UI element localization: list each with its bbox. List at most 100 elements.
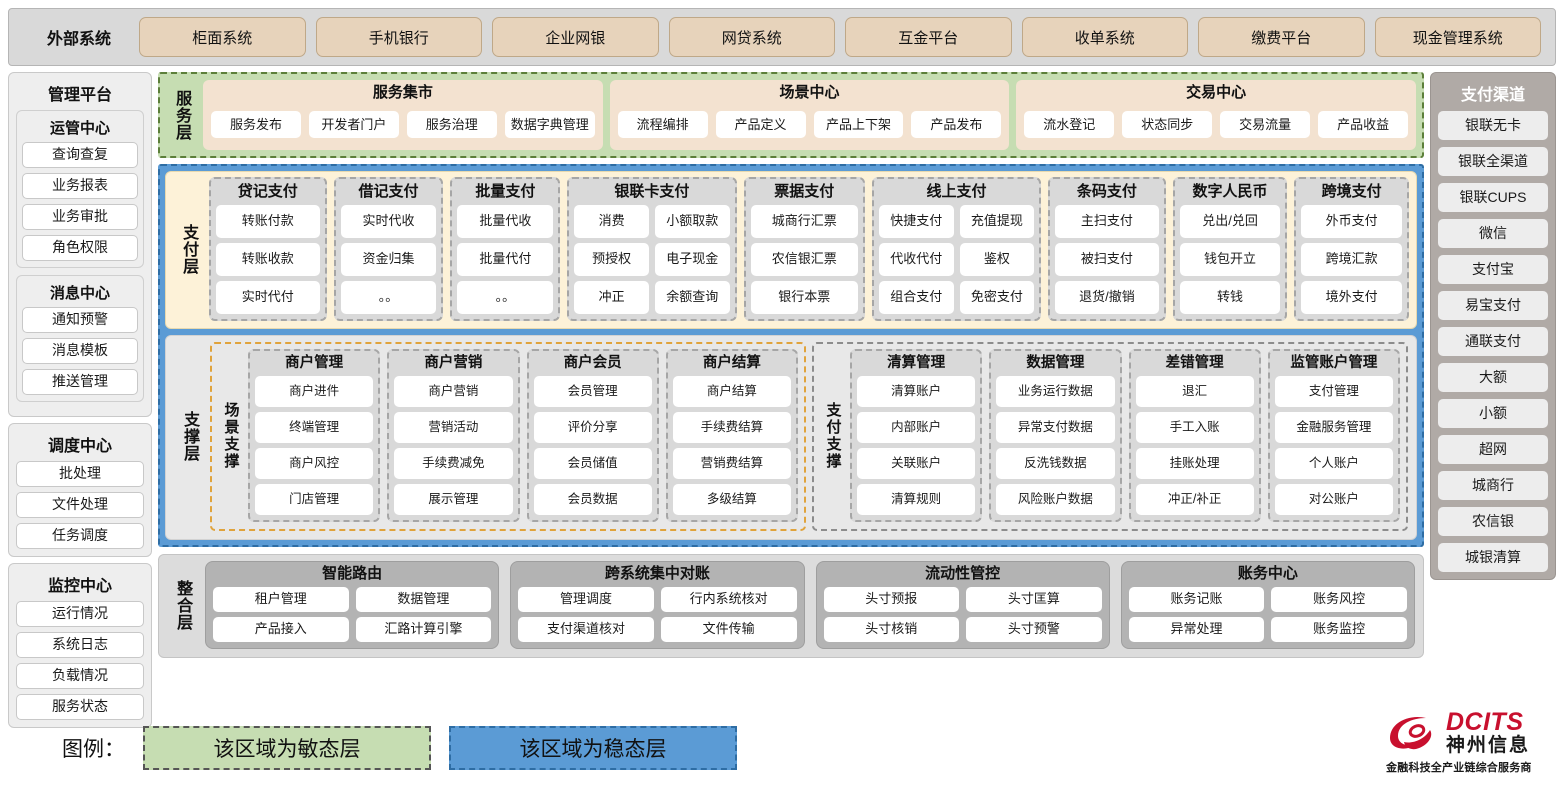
payment-item-chip[interactable]: 外币支付 [1301, 204, 1403, 238]
support-item-chip[interactable]: 异常支付数据 [996, 411, 1115, 443]
service-item-chip[interactable]: 产品发布 [911, 111, 1002, 139]
admin-menu-item[interactable]: 批处理 [16, 461, 144, 487]
support-item-chip[interactable]: 营销活动 [394, 411, 513, 443]
payment-item-chip[interactable]: 预授权 [574, 242, 649, 276]
payment-item-chip[interactable]: 跨境汇款 [1301, 242, 1403, 276]
admin-menu-item[interactable]: 运行情况 [16, 601, 144, 627]
admin-menu-item[interactable]: 业务审批 [22, 204, 138, 230]
service-item-chip[interactable]: 产品上下架 [813, 111, 904, 139]
admin-menu-item[interactable]: 业务报表 [22, 173, 138, 199]
service-item-chip[interactable]: 服务治理 [406, 111, 497, 139]
admin-menu-item[interactable]: 角色权限 [22, 235, 138, 261]
service-item-chip[interactable]: 交易流量 [1220, 111, 1311, 139]
support-item-chip[interactable]: 门店管理 [255, 483, 374, 515]
support-item-chip[interactable]: 反洗钱数据 [996, 447, 1115, 479]
support-item-chip[interactable]: 挂账处理 [1135, 447, 1254, 479]
support-item-chip[interactable]: 清算规则 [857, 483, 976, 515]
payment-item-chip[interactable]: 农信银汇票 [750, 242, 858, 276]
admin-menu-item[interactable]: 系统日志 [16, 632, 144, 658]
payment-item-chip[interactable]: 。。 [340, 280, 437, 315]
support-item-chip[interactable]: 风险账户数据 [996, 483, 1115, 515]
integration-item-chip[interactable]: 头寸预报 [823, 586, 960, 612]
payment-channel-chip[interactable]: 银联全渠道 [1438, 147, 1548, 176]
payment-channel-chip[interactable]: 银联无卡 [1438, 111, 1548, 140]
support-item-chip[interactable]: 多级结算 [672, 483, 791, 515]
integration-item-chip[interactable]: 管理调度 [518, 586, 654, 612]
external-system-chip[interactable]: 互金平台 [845, 17, 1012, 57]
support-item-chip[interactable]: 退汇 [1135, 375, 1254, 407]
support-item-chip[interactable]: 商户进件 [255, 375, 374, 407]
payment-channel-chip[interactable]: 银联CUPS [1438, 183, 1548, 212]
payment-channel-chip[interactable]: 小额 [1438, 399, 1548, 428]
service-item-chip[interactable]: 服务发布 [211, 111, 301, 139]
payment-item-chip[interactable]: 电子现金 [654, 242, 730, 276]
integration-item-chip[interactable]: 汇路计算引擎 [355, 616, 492, 642]
support-item-chip[interactable]: 商户风控 [255, 447, 374, 479]
external-system-chip[interactable]: 企业网银 [492, 17, 659, 57]
integration-item-chip[interactable]: 支付渠道核对 [518, 616, 654, 642]
support-item-chip[interactable]: 会员储值 [533, 447, 652, 479]
support-item-chip[interactable]: 会员管理 [533, 375, 652, 407]
payment-item-chip[interactable]: 。。 [457, 280, 554, 315]
support-item-chip[interactable]: 内部账户 [857, 411, 976, 443]
service-item-chip[interactable]: 产品定义 [715, 111, 806, 139]
admin-menu-item[interactable]: 负载情况 [16, 663, 144, 689]
admin-menu-item[interactable]: 文件处理 [16, 492, 144, 518]
support-item-chip[interactable]: 冲正/补正 [1135, 483, 1254, 515]
payment-item-chip[interactable]: 鉴权 [959, 242, 1035, 276]
support-item-chip[interactable]: 手续费减免 [394, 447, 513, 479]
integration-item-chip[interactable]: 头寸核销 [823, 616, 960, 642]
payment-channel-chip[interactable]: 城商行 [1438, 471, 1548, 500]
payment-channel-chip[interactable]: 易宝支付 [1438, 291, 1548, 320]
payment-item-chip[interactable]: 转钱 [1179, 280, 1281, 315]
payment-item-chip[interactable]: 转账付款 [216, 204, 320, 238]
external-system-chip[interactable]: 柜面系统 [139, 17, 306, 57]
integration-item-chip[interactable]: 账务监控 [1271, 616, 1407, 642]
payment-item-chip[interactable]: 境外支付 [1301, 280, 1403, 315]
admin-menu-item[interactable]: 推送管理 [22, 369, 138, 395]
admin-menu-item[interactable]: 服务状态 [16, 694, 144, 720]
external-system-chip[interactable]: 手机银行 [315, 17, 482, 57]
service-item-chip[interactable]: 状态同步 [1122, 111, 1213, 139]
payment-item-chip[interactable]: 实时代收 [340, 204, 437, 238]
payment-item-chip[interactable]: 银行本票 [750, 280, 858, 315]
integration-item-chip[interactable]: 产品接入 [213, 616, 349, 642]
support-item-chip[interactable]: 金融服务管理 [1274, 411, 1393, 443]
integration-item-chip[interactable]: 账务风控 [1271, 586, 1407, 612]
payment-item-chip[interactable]: 快捷支付 [878, 204, 954, 238]
integration-item-chip[interactable]: 头寸预警 [966, 616, 1102, 642]
admin-menu-item[interactable]: 消息模板 [22, 338, 138, 364]
support-item-chip[interactable]: 商户营销 [394, 375, 513, 407]
support-item-chip[interactable]: 业务运行数据 [996, 375, 1115, 407]
support-item-chip[interactable]: 个人账户 [1274, 447, 1393, 479]
payment-item-chip[interactable]: 主扫支付 [1055, 204, 1159, 238]
support-item-chip[interactable]: 营销费结算 [672, 447, 791, 479]
admin-menu-item[interactable]: 通知预警 [22, 307, 138, 333]
support-item-chip[interactable]: 会员数据 [533, 483, 652, 515]
service-item-chip[interactable]: 产品收益 [1318, 111, 1409, 139]
payment-channel-chip[interactable]: 通联支付 [1438, 327, 1548, 356]
payment-channel-chip[interactable]: 大额 [1438, 363, 1548, 392]
payment-item-chip[interactable]: 充值提现 [959, 204, 1035, 238]
external-system-chip[interactable]: 缴费平台 [1198, 17, 1365, 57]
admin-menu-item[interactable]: 任务调度 [16, 523, 144, 549]
payment-item-chip[interactable]: 小额取款 [654, 204, 730, 238]
support-item-chip[interactable]: 手工入账 [1135, 411, 1254, 443]
external-system-chip[interactable]: 现金管理系统 [1374, 17, 1541, 57]
service-item-chip[interactable]: 开发者门户 [308, 111, 399, 139]
integration-item-chip[interactable]: 头寸匡算 [966, 586, 1102, 612]
support-item-chip[interactable]: 关联账户 [857, 447, 976, 479]
payment-item-chip[interactable]: 批量代收 [457, 204, 554, 238]
support-item-chip[interactable]: 商户结算 [672, 375, 791, 407]
support-item-chip[interactable]: 终端管理 [255, 411, 374, 443]
payment-item-chip[interactable]: 兑出/兑回 [1179, 204, 1281, 238]
support-item-chip[interactable]: 展示管理 [394, 483, 513, 515]
external-system-chip[interactable]: 收单系统 [1021, 17, 1188, 57]
payment-channel-chip[interactable]: 支付宝 [1438, 255, 1548, 284]
payment-item-chip[interactable]: 退货/撤销 [1055, 280, 1159, 315]
support-item-chip[interactable]: 对公账户 [1274, 483, 1393, 515]
payment-item-chip[interactable]: 批量代付 [457, 242, 554, 276]
integration-item-chip[interactable]: 文件传输 [660, 616, 797, 642]
integration-item-chip[interactable]: 数据管理 [355, 586, 492, 612]
admin-menu-item[interactable]: 查询查复 [22, 142, 138, 168]
